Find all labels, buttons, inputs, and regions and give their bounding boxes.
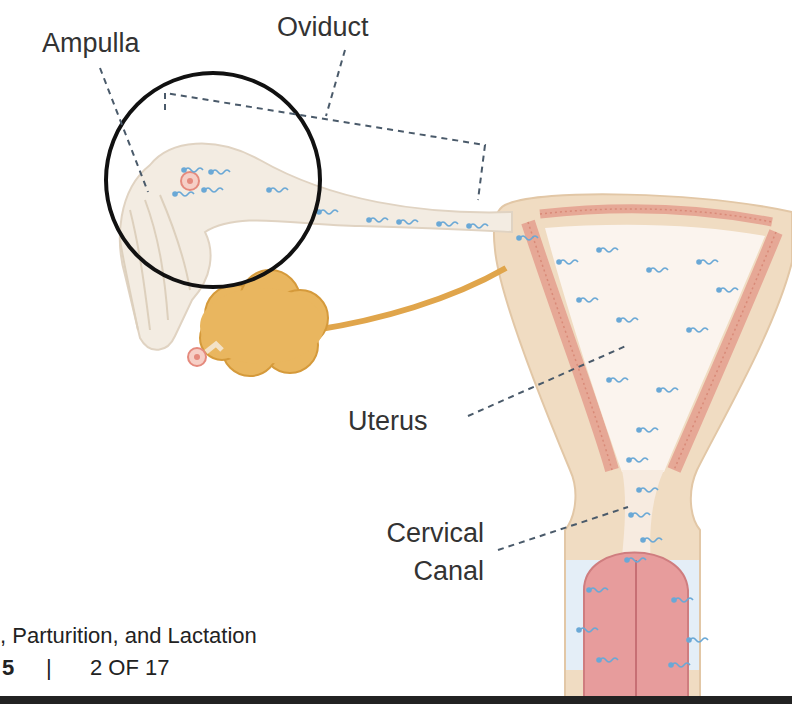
sperm-cell xyxy=(650,268,668,272)
fimbriae xyxy=(120,195,190,330)
sperm-head xyxy=(173,192,177,196)
sperm-head xyxy=(577,298,581,302)
uterine-cavity xyxy=(545,225,765,472)
sperm-cell xyxy=(632,513,650,517)
sperm-group xyxy=(173,168,738,667)
sperm-head xyxy=(647,268,651,272)
sperm-cell xyxy=(560,260,578,264)
sperm-head xyxy=(637,428,641,432)
vaginal-wall xyxy=(584,553,688,704)
page-section: 5 xyxy=(2,654,14,682)
sperm-cell xyxy=(630,458,648,462)
sperm-head xyxy=(627,458,631,462)
sperm-head xyxy=(629,513,633,517)
sperm-cell xyxy=(675,598,693,602)
sperm-head xyxy=(202,188,206,192)
sperm-head xyxy=(517,236,521,240)
sperm-cell xyxy=(640,488,658,492)
sperm-cell xyxy=(176,192,194,196)
sperm-head xyxy=(557,260,561,264)
part-label: Uterus xyxy=(348,404,428,438)
sperm-cell xyxy=(640,428,658,432)
sperm-head xyxy=(687,638,691,642)
sperm-head xyxy=(397,220,401,224)
sperm-head xyxy=(597,248,601,252)
sperm-head xyxy=(182,168,186,172)
part-label: Oviduct xyxy=(277,10,369,44)
part-label: Cervical Canal xyxy=(364,514,484,590)
sperm-head xyxy=(617,318,621,322)
vaginal-wall xyxy=(635,560,637,704)
sperm-head xyxy=(641,538,645,542)
sperm-cell xyxy=(690,638,708,642)
leader-lines xyxy=(100,50,628,550)
sperm-cell xyxy=(700,260,718,264)
ovarian-ligament xyxy=(315,268,506,330)
page-number: 2 OF 17 xyxy=(90,654,169,682)
sperm-head xyxy=(437,222,441,226)
sperm-head xyxy=(597,658,601,662)
sperm-head xyxy=(587,588,591,592)
sperm-cell xyxy=(610,378,628,382)
bottom-bar xyxy=(0,696,792,704)
sperm-head xyxy=(717,288,721,292)
sperm-head xyxy=(267,188,271,192)
sperm-cell xyxy=(628,558,646,562)
sperm-head xyxy=(577,628,581,632)
sperm-head xyxy=(669,663,673,667)
sperm-cell xyxy=(185,168,203,172)
sperm-cell xyxy=(672,663,690,667)
sperm-cell xyxy=(600,248,618,252)
sperm-head xyxy=(672,598,676,602)
sperm-cell xyxy=(580,628,598,632)
uterine-wall xyxy=(540,209,772,222)
sperm-head xyxy=(687,328,691,332)
sperm-cell xyxy=(270,188,288,192)
sperm-cell xyxy=(470,224,488,228)
sperm-cell xyxy=(620,318,638,322)
sperm-head xyxy=(607,378,611,382)
sperm-head xyxy=(367,218,371,222)
sperm-cell xyxy=(212,170,230,174)
footer-title: , Parturition, and Lactation xyxy=(0,622,257,650)
sperm-cell xyxy=(320,210,338,214)
sperm-cell xyxy=(690,328,708,332)
sperm-cell xyxy=(520,236,538,240)
sperm-head xyxy=(467,224,471,228)
sperm-cell xyxy=(720,288,738,292)
sperm-cell xyxy=(440,222,458,226)
sperm-cell xyxy=(580,298,598,302)
sperm-head xyxy=(209,170,213,174)
egg-cell xyxy=(181,172,222,366)
sperm-head xyxy=(625,558,629,562)
sperm-cell xyxy=(400,220,418,224)
sperm-cell xyxy=(205,188,223,192)
sperm-cell xyxy=(590,588,608,592)
separator: | xyxy=(46,654,52,682)
sperm-cell xyxy=(370,218,388,222)
sperm-cell xyxy=(600,658,618,662)
sperm-head xyxy=(637,488,641,492)
uterus-body xyxy=(494,194,792,704)
sperm-cell xyxy=(660,388,678,392)
sperm-head xyxy=(697,260,701,264)
sperm-head xyxy=(657,388,661,392)
part-label: Ampulla xyxy=(42,26,140,60)
highlight-circle xyxy=(106,73,320,287)
sperm-cell xyxy=(644,538,662,542)
